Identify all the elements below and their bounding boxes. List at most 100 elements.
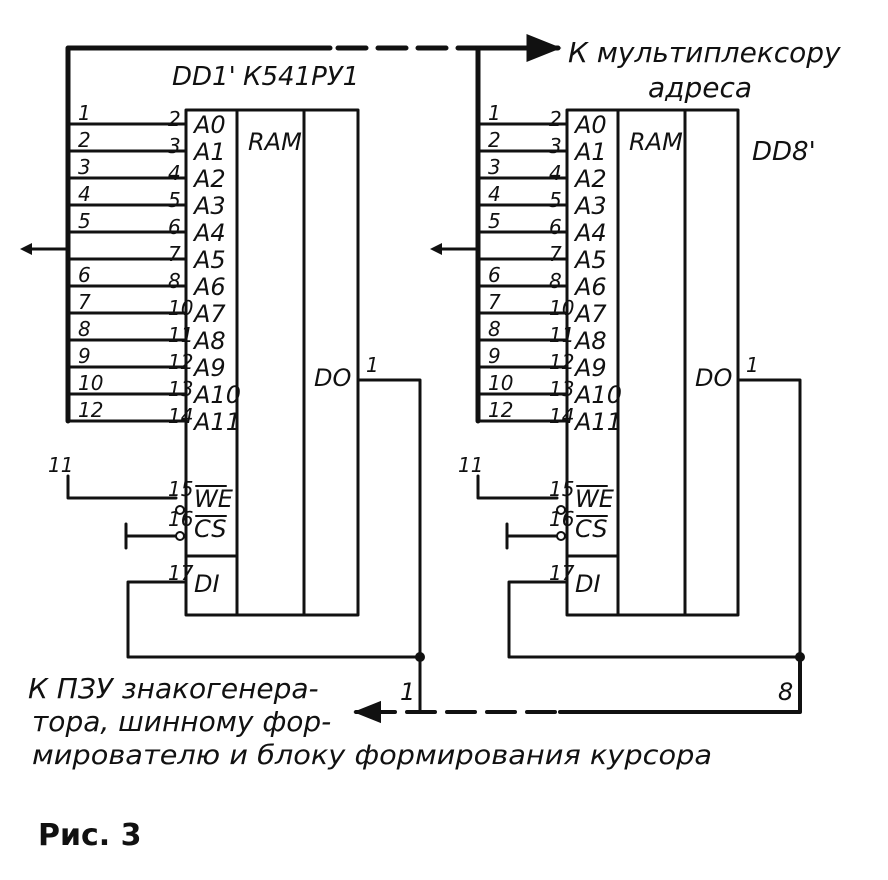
chip2-pin-7: 7 [549,242,562,266]
chip2-bus-number-0: 1 [488,101,501,125]
chip1-bus-number-9: 9 [78,344,91,368]
chip1-input-a9: A9 [192,354,226,382]
chip1-output-do: DO [314,364,351,392]
chip2-bus-number-12: 11 [458,453,483,477]
chip1-bus-number-0: 1 [78,101,91,125]
chip1-input-a0: A0 [192,111,226,139]
chip1-input-di: DI [194,570,220,598]
chip2-cs-bubble [556,531,566,541]
top-note-line1: К мультиплексору [568,36,841,69]
chip1-bus-number-7: 7 [78,290,91,314]
chip2-input-a0: A0 [573,111,607,139]
chip2-bus-number-6: 6 [488,263,501,287]
chip1-input-a3: A3 [192,192,226,220]
chip1-pin-8: 8 [168,269,181,293]
chip2-bus-number-8: 8 [488,317,501,341]
chip1-input-a4: A4 [192,219,226,247]
chip2-input-a9: A9 [573,354,607,382]
chip2-input-a4: A4 [573,219,607,247]
bottom-bus-label-1: 1 [400,678,415,706]
chip1-frame [184,108,360,617]
chip2-input-a3: A3 [573,192,607,220]
chip1-pin-14: 14 [168,404,193,428]
chip1-junction-dot [415,652,425,662]
chip1-pin-4: 4 [168,161,181,185]
top-note-line2: адреса [648,71,752,104]
chip2-pin-4: 4 [549,161,562,185]
chip1-we-bubble [175,505,185,515]
chip2-pin-10: 10 [549,296,574,320]
chip1-bus-number-8: 8 [78,317,91,341]
chip1-input-we: WE [194,485,234,513]
chip2-frame [565,108,740,617]
chip-dd1-body: RAMA0A1A2A3A4A5A6A7A8A9A10A11WECSDI23456… [20,101,425,662]
bottom-bus-solid [558,660,802,714]
chip2-input-a2: A2 [573,165,607,193]
chip1-bus-number-11: 12 [78,398,103,422]
bottom-note-line1: К ПЗУ знакогенера- [28,672,319,705]
chip2-bus-number-2: 3 [488,155,501,179]
chip2-input-we: WE [575,485,615,513]
chip2-input-a10: A10 [573,381,622,409]
chip2-we-wire [476,474,559,500]
chip1-bus-number-4: 5 [78,209,91,233]
chip1-input-a8: A8 [192,327,226,355]
chip1-pin-out: 1 [366,353,379,377]
chip1-input-a5: A5 [192,246,226,274]
chip2-pin-12: 12 [549,350,574,374]
figure-caption: Рис. 3 [38,818,142,853]
chip1-pin-13: 13 [168,377,193,401]
chip1-bus-number-12: 11 [48,453,73,477]
chip2-pin-5: 5 [549,188,562,212]
chip1-bus-number-2: 3 [78,155,91,179]
chip2-input-di: DI [575,570,601,598]
chip1-pin-5: 5 [168,188,181,212]
chip2-bus-number-4: 5 [488,209,501,233]
top-bus-left [65,45,333,133]
chip2-bus-number-1: 2 [488,128,501,152]
chip2-pin-13: 13 [549,377,574,401]
chip-dd1: DD1' К541РУ1 RAMA0A1A2A3A4A5A6A7A8A9A10A… [20,62,425,662]
chip1-input-a2: A2 [192,165,226,193]
chip2-pin-8: 8 [549,269,562,293]
chip1-function-label: RAM [248,128,302,156]
chip-dd8: DD8' RAMA0A1A2A3A4A5A6A7A8A9A10A11WECSDI… [430,101,816,662]
chip1-input-a6: A6 [192,273,226,301]
chip2-pin-out: 1 [746,353,759,377]
chip2-pin-3: 3 [549,134,562,158]
chip2-bus-number-9: 9 [488,344,501,368]
chip1-we-wire [66,474,178,500]
chip2-do-wire [736,378,802,659]
chip1-di-feedback [126,580,422,659]
chip1-pin-10: 10 [168,296,193,320]
chip2-input-a5: A5 [573,246,607,274]
chip1-input-a11: A11 [192,408,241,436]
chip1-do-wire [356,378,422,659]
chip1-bus-number-10: 10 [78,371,103,395]
chip-dd8-body: RAMA0A1A2A3A4A5A6A7A8A9A10A11WECSDI23456… [430,101,805,662]
chip1-bus-number-1: 2 [78,128,91,152]
chip2-pin-6: 6 [549,215,562,239]
chip1-pin-11: 11 [168,323,193,347]
chip1-input-a1: A1 [192,138,226,166]
chip2-di-feedback [507,580,802,659]
chip2-input-a7: A7 [573,300,607,328]
chip1-input-a7: A7 [192,300,226,328]
chip2-bus-number-11: 12 [488,398,513,422]
chip2-bus-number-10: 10 [488,371,513,395]
chip2-junction-dot [795,652,805,662]
chip1-pin-6: 6 [168,215,181,239]
chip2-bus-number-7: 7 [488,290,501,314]
chip2-we-bubble [556,505,566,515]
bottom-bus-label-8: 8 [778,678,793,706]
chip2-input-a8: A8 [573,327,607,355]
chip2-input-a11: A11 [573,408,622,436]
chip2-bus-number-3: 4 [488,182,501,206]
bottom-note-line3: мирователю и блоку формирования курсора [32,740,712,771]
chip2-input-a6: A6 [573,273,607,301]
chip1-cs-bubble [175,531,185,541]
chip2-side-arrow-head [430,243,442,255]
chip2-function-label: RAM [629,128,683,156]
chip2-pin-2: 2 [549,107,562,131]
chip1-input-cs: CS [194,515,226,543]
